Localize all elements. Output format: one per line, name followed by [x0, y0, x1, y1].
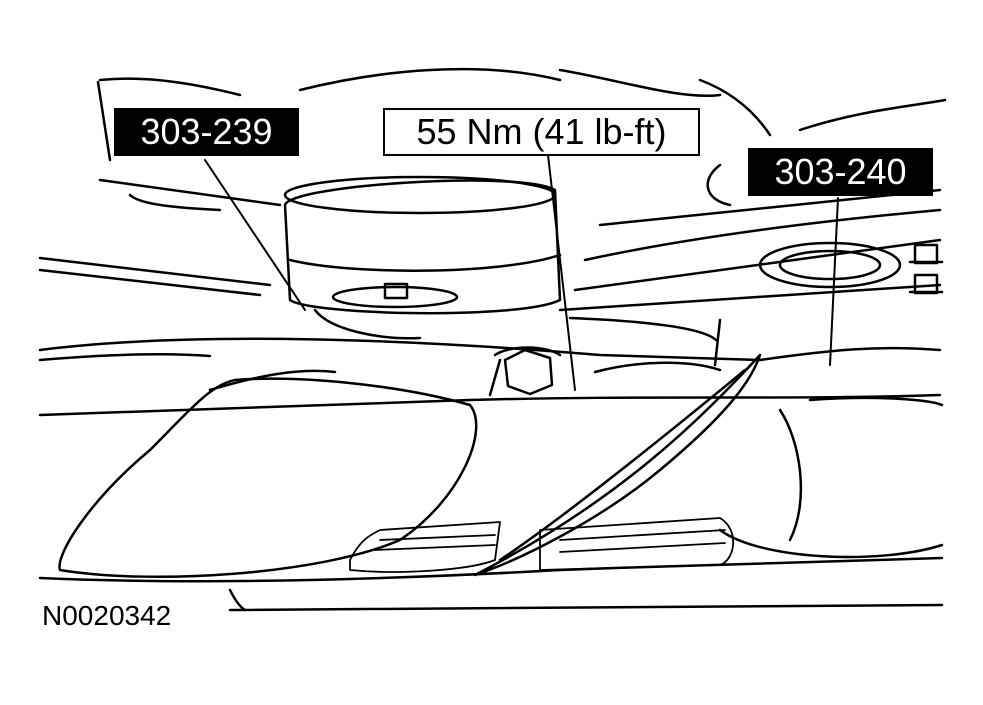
callout-torque-spec: 55 Nm (41 lb-ft): [383, 108, 700, 156]
callout-tool-303-239: 303-239: [114, 108, 299, 156]
fan-blade-right: [473, 353, 944, 577]
leader-torque: [547, 154, 576, 391]
figure-id: N0020342: [42, 600, 172, 631]
fan-blade-left: [58, 369, 478, 578]
fan-hub-body: [38, 316, 942, 417]
bolts-right: [908, 243, 944, 295]
center-bolt: [488, 346, 562, 397]
fan-clutch-hub: [283, 175, 562, 340]
radiator-fins: [349, 517, 735, 573]
callout-tool-303-240: 303-240: [748, 148, 933, 196]
leader-tool-right: [829, 197, 839, 366]
leader-lines: [204, 154, 839, 391]
bottom-lines: [38, 556, 944, 612]
pulley-right: [758, 241, 902, 289]
leader-tool-left: [204, 159, 306, 311]
